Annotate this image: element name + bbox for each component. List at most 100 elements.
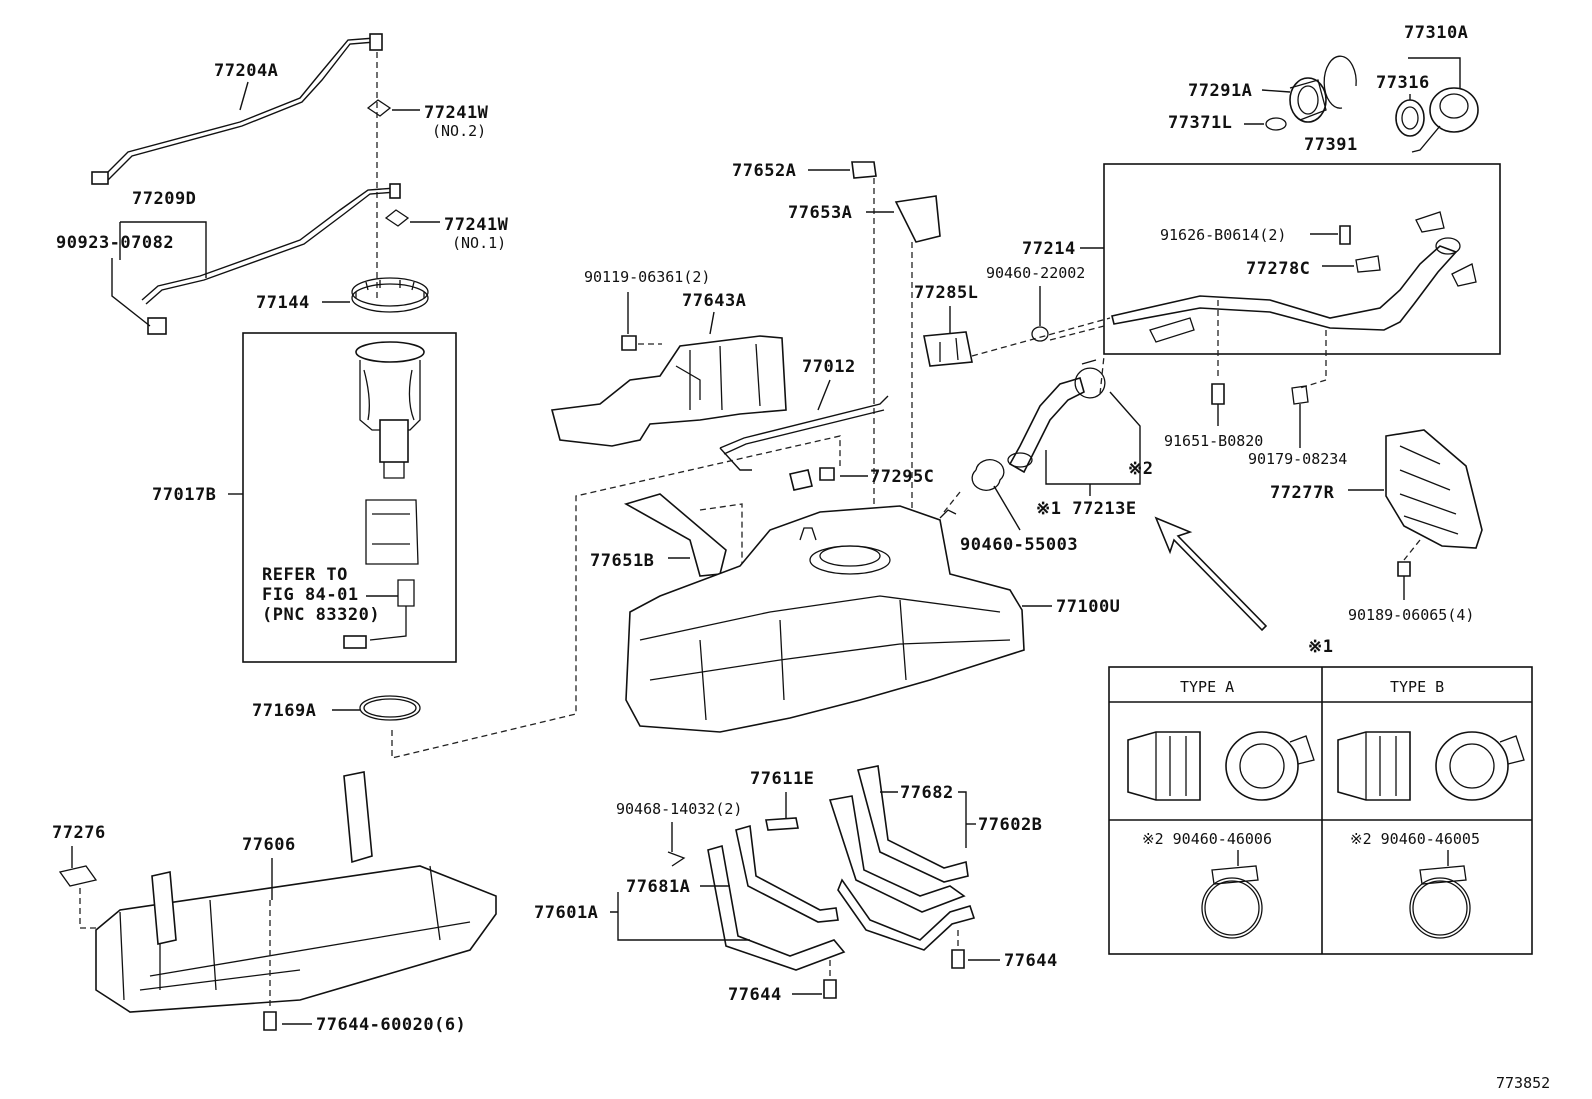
fuel-cap-77310A [1411,87,1479,153]
strap-77601A [707,824,846,971]
label-77241W-no2-note: (NO.2) [432,122,486,140]
strap-77602B [828,765,976,951]
clamp-90460-55003 [971,459,1005,491]
inset-clamp-b: ※2 90460-46005 [1350,830,1480,848]
label-90923-07082: 90923-07082 [56,233,174,253]
valve-77295C [789,469,813,491]
pump-module-box [242,332,457,663]
label-77169A: 77169A [252,701,316,721]
label-77017B: 77017B [152,485,216,505]
label-77213E: ※1 77213E [1036,499,1137,519]
label-77644-b: 77644 [1004,951,1058,971]
pad-77653A [894,195,941,243]
filler-pipe-77214 [1111,211,1477,343]
label-77602B: 77602B [978,815,1042,835]
label-91651-B0820: 91651-B0820 [1164,432,1263,450]
label-91626-B0614: 91626-B0614(2) [1160,226,1286,244]
label-77601A: 77601A [534,903,598,923]
fuel-pump-assembly [343,341,425,649]
bracket-77276 [58,865,98,887]
connector-type-b [1337,731,1525,801]
ring-77391 [1323,55,1357,109]
label-77316: 77316 [1376,73,1430,93]
bolt-77644-60020 [263,1011,277,1031]
label-77204A: 77204A [214,61,278,81]
label-77144: 77144 [256,293,310,313]
inset-type-b: TYPE B [1390,678,1444,696]
fuel-tank-77100U [625,505,1025,733]
bolt-77644-a [823,979,837,999]
heat-shield-77643A [550,335,787,447]
tank-protector [95,771,497,1013]
label-77278C: 77278C [1246,259,1310,279]
label-77391: 77391 [1304,135,1358,155]
figure-number: 773852 [1496,1074,1550,1092]
label-77285L: 77285L [914,283,978,303]
label-90119-06361: 90119-06361(2) [584,268,710,286]
clamp-90460-46006 [1201,865,1263,939]
label-90468-14032: 90468-14032(2) [616,800,742,818]
connector-type-a [1127,731,1315,801]
label-77371L: 77371L [1168,113,1232,133]
clip-77278C [1355,255,1381,273]
inset-mark: ※1 [1308,637,1333,657]
cap-ring-77291A [1289,77,1327,123]
bolt-77611E [765,817,799,831]
label-77295C: 77295C [870,467,934,487]
tube-77012 [719,395,889,455]
refer-line-2: FIG 84-01 [262,585,359,605]
bolt-77644-b [951,949,965,969]
fuel-line-upper [91,33,383,185]
inset-table [1108,666,1533,955]
bolt-91626 [1339,225,1351,245]
label-77643A: 77643A [682,291,746,311]
label-77209D: 77209D [132,189,196,209]
note2-hose: ※2 [1128,459,1153,479]
label-77681A: 77681A [626,877,690,897]
clip-90468 [667,851,686,867]
clip-no1 [384,209,410,227]
label-90189-06065: 90189-06065(4) [1348,606,1474,624]
label-77682: 77682 [900,783,954,803]
label-90179-08234: 90179-08234 [1248,450,1347,468]
inset-clamp-a: ※2 90460-46006 [1142,830,1272,848]
bolt-91651 [1211,383,1225,405]
gasket-77316 [1395,99,1425,137]
dash-tank-pump [391,435,841,759]
fuel-line-lower [141,183,401,335]
label-77241W-no1: 77241W [444,215,509,235]
bolt-90189 [1397,561,1411,577]
block-77285L [923,331,973,367]
label-77651B: 77651B [590,551,654,571]
label-77644-a: 77644 [728,985,782,1005]
nut-90179 [1291,385,1309,405]
inset-type-a: TYPE A [1180,678,1234,696]
gasket [359,695,421,721]
lock-ring [351,277,429,313]
bolt-90119 [621,335,637,351]
label-77644-60020: 77644-60020(6) [316,1015,466,1035]
label-77310A: 77310A [1404,23,1468,43]
label-77652A: 77652A [732,161,796,181]
label-77277R: 77277R [1270,483,1335,503]
label-90460-55003: 90460-55003 [960,535,1078,555]
label-77241W-no2: 77241W [424,103,489,123]
label-77100U: 77100U [1056,597,1120,617]
label-77012: 77012 [802,357,856,377]
label-77291A: 77291A [1188,81,1252,101]
clip-no2 [366,99,392,117]
label-77611E: 77611E [750,769,814,789]
clamp-90460-22002 [1031,326,1049,342]
label-90460-22002: 90460-22002 [986,264,1085,282]
inset-arrow [1154,516,1268,632]
oring-77371L [1265,117,1287,131]
label-77606: 77606 [242,835,296,855]
refer-line-3: (PNC 83320) [262,605,380,625]
refer-line-1: REFER TO [262,565,348,585]
protector-77277R [1385,429,1483,549]
label-77276: 77276 [52,823,106,843]
hose-77213E [1007,359,1106,474]
label-77241W-no1-note: (NO.1) [452,234,506,252]
label-77214: 77214 [1022,239,1076,259]
